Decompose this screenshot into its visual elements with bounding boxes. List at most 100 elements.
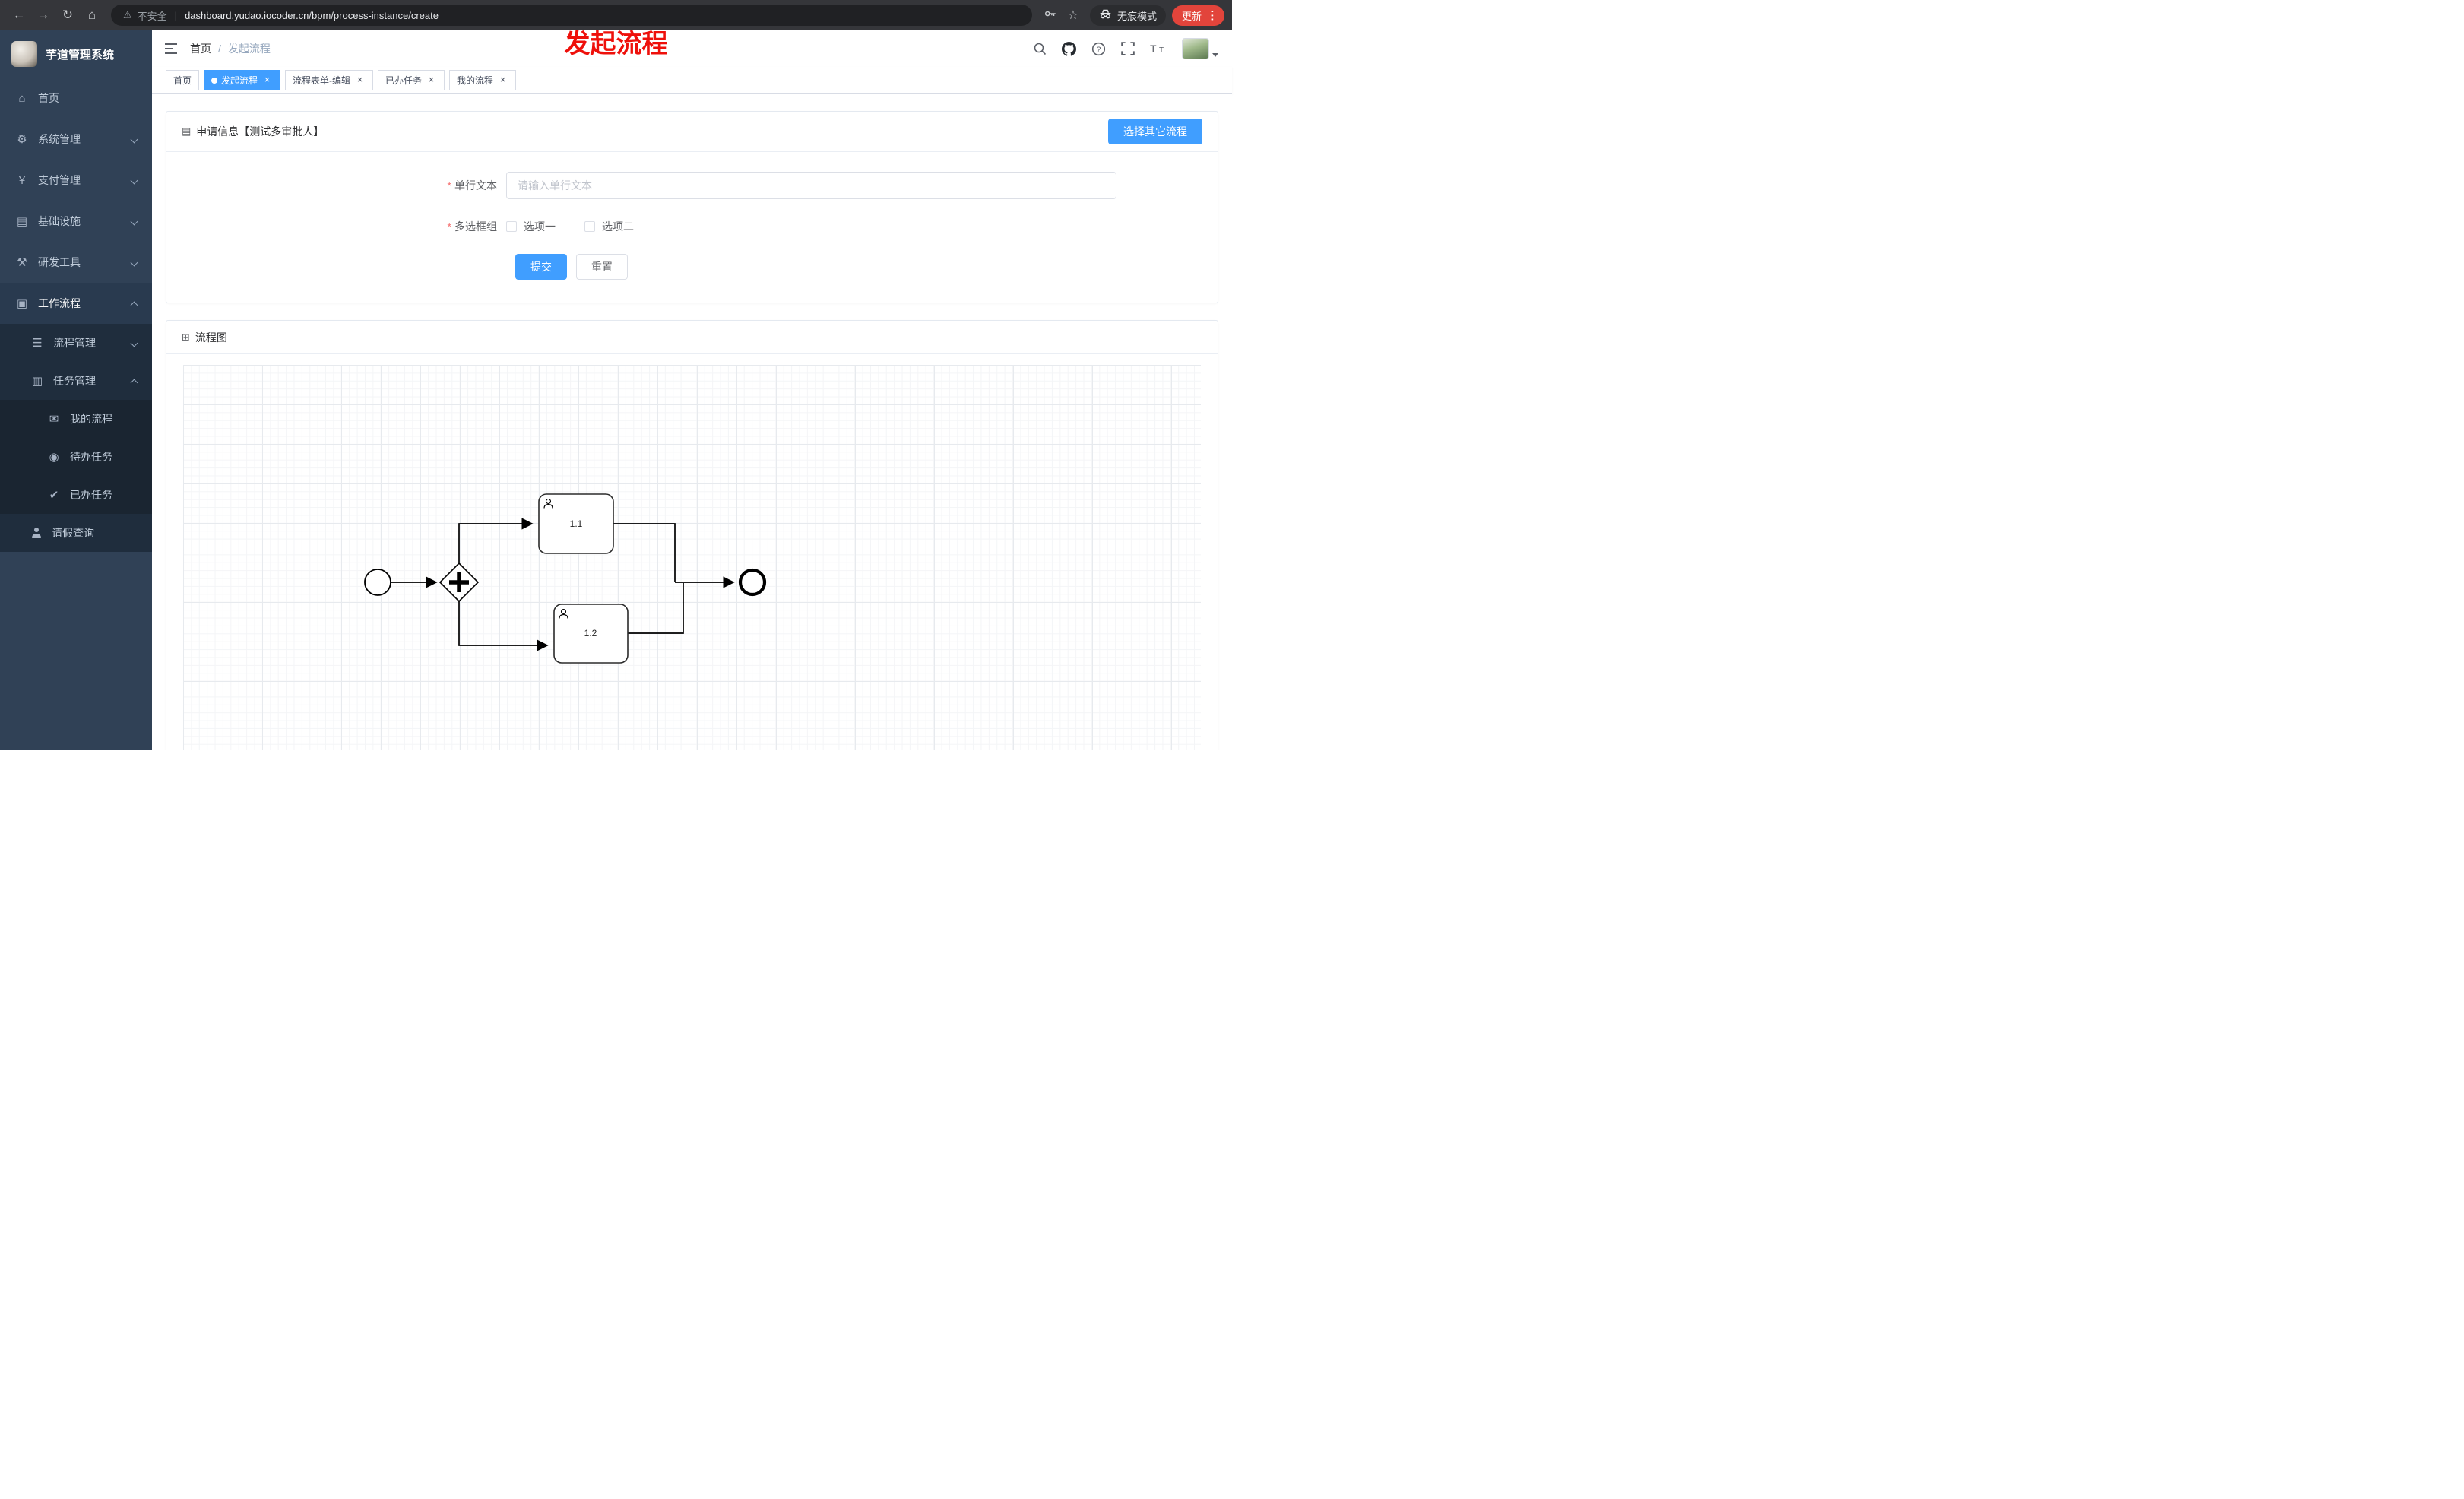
- user-avatar-menu[interactable]: [1182, 38, 1218, 59]
- tab-close-icon[interactable]: ×: [428, 74, 435, 85]
- sidebar-item-task-management[interactable]: ▥ 任务管理: [0, 362, 152, 400]
- sidebar-item-done-tasks[interactable]: ✔ 已办任务: [0, 476, 152, 514]
- bpmn-canvas[interactable]: 1.1 1.2: [183, 365, 1201, 750]
- eye-icon: ◉: [49, 451, 59, 464]
- github-icon[interactable]: [1062, 41, 1076, 56]
- single-line-text-input[interactable]: [506, 172, 1116, 199]
- checkbox-group-row: *多选框组 选项一 选项二: [394, 219, 1116, 234]
- text-field-row: *单行文本: [394, 172, 1116, 199]
- select-other-process-button[interactable]: 选择其它流程: [1108, 119, 1202, 144]
- page-annotation-title: 发起流程: [564, 30, 668, 59]
- chevron-down-icon: [130, 217, 138, 225]
- dashboard-icon: ⌂: [18, 91, 26, 105]
- form-card-header: ▤ 申请信息【测试多审批人】 选择其它流程: [166, 112, 1218, 152]
- search-icon[interactable]: [1033, 42, 1047, 55]
- browser-menu-icon[interactable]: ⋮: [1207, 8, 1218, 22]
- sidebar-item-payment-management[interactable]: ¥ 支付管理: [0, 160, 152, 201]
- sidebar-item-home[interactable]: ⌂ 首页: [0, 78, 152, 119]
- app-logo[interactable]: 芋道管理系统: [0, 30, 152, 78]
- tab-close-icon[interactable]: ×: [499, 74, 506, 85]
- process-form: *单行文本 *多选框组 选项一 选项二: [166, 152, 1218, 303]
- browser-forward-button[interactable]: →: [36, 8, 50, 22]
- diagram-card-title: ⊞ 流程图: [182, 331, 227, 344]
- incognito-icon: [1099, 8, 1112, 22]
- avatar: [1182, 38, 1209, 59]
- user-task-icon: [543, 498, 553, 509]
- tasks-icon: ▥: [31, 375, 43, 388]
- tools-icon: ⚒: [17, 256, 27, 269]
- checkbox-option-1[interactable]: 选项一: [506, 219, 556, 234]
- flow-gateway-to-task-2: [458, 600, 549, 651]
- security-label: 不安全: [137, 10, 167, 22]
- chevron-down-icon: [130, 339, 138, 347]
- bpmn-diagram: 1.1 1.2: [364, 493, 767, 664]
- sidebar-item-todo-tasks[interactable]: ◉ 待办任务: [0, 438, 152, 476]
- list-icon: ☰: [32, 337, 43, 350]
- sidebar-item-system-management[interactable]: ⚙ 系统管理: [0, 119, 152, 160]
- help-icon[interactable]: ?: [1091, 42, 1106, 56]
- person-icon: [30, 528, 43, 538]
- browser-toolbar: ← → ↻ ⌂ ⚠ 不安全 | dashboard.yudao.iocoder.…: [0, 0, 1232, 30]
- breadcrumb-home[interactable]: 首页: [190, 43, 211, 55]
- tab-done-tasks[interactable]: 已办任务 ×: [378, 70, 445, 90]
- bookmark-star-icon[interactable]: ☆: [1067, 9, 1079, 22]
- check-icon: ✔: [49, 489, 59, 502]
- page-url: dashboard.yudao.iocoder.cn/bpm/process-i…: [185, 9, 439, 21]
- reset-button[interactable]: 重置: [576, 254, 628, 280]
- document-icon: ▤: [182, 125, 192, 137]
- browser-update-button[interactable]: 更新 ⋮: [1171, 5, 1224, 26]
- svg-text:T: T: [1150, 43, 1157, 55]
- checkbox-icon: [584, 221, 595, 232]
- sidebar-menu: ⌂ 首页 ⚙ 系统管理 ¥ 支付管理 ▤ 基础设施 ⚒ 研发工具: [0, 78, 152, 552]
- address-bar[interactable]: ⚠ 不安全 | dashboard.yudao.iocoder.cn/bpm/p…: [111, 5, 1032, 26]
- security-warning-icon: ⚠: [123, 9, 132, 21]
- checkbox-group: 选项一 选项二: [506, 219, 634, 234]
- end-event: [738, 568, 767, 597]
- tab-home[interactable]: 首页: [166, 70, 200, 90]
- svg-text:T: T: [1159, 46, 1164, 55]
- task-1-label: 1.1: [570, 518, 583, 529]
- chevron-down-icon: [1212, 53, 1218, 57]
- breadcrumb-separator: /: [218, 43, 221, 55]
- sidebar-item-devtools[interactable]: ⚒ 研发工具: [0, 242, 152, 283]
- chevron-up-icon: [130, 379, 138, 386]
- logo-image: [11, 41, 37, 67]
- browser-back-button[interactable]: ←: [12, 8, 26, 22]
- diagram-card-header: ⊞ 流程图: [166, 321, 1218, 354]
- tab-my-processes[interactable]: 我的流程 ×: [449, 70, 517, 90]
- chevron-down-icon: [130, 135, 138, 143]
- fullscreen-icon[interactable]: [1121, 42, 1135, 55]
- task-2-label: 1.2: [584, 628, 597, 639]
- chevron-down-icon: [130, 258, 138, 266]
- sidebar-item-leave-query[interactable]: 请假查询: [0, 514, 152, 552]
- user-task-icon: [559, 608, 568, 619]
- tab-close-icon[interactable]: ×: [356, 74, 363, 85]
- checkbox-group-label: *多选框组: [447, 220, 497, 233]
- password-key-icon[interactable]: [1040, 7, 1061, 24]
- parallel-gateway-plus-icon: [449, 572, 469, 592]
- sidebar-item-process-management[interactable]: ☰ 流程管理: [0, 324, 152, 362]
- start-event: [364, 569, 391, 596]
- yen-icon: ¥: [18, 173, 26, 187]
- tab-initiate-process[interactable]: 发起流程 ×: [204, 70, 281, 90]
- process-diagram-card: ⊞ 流程图: [166, 320, 1218, 750]
- tab-process-form-edit[interactable]: 流程表单-编辑 ×: [285, 70, 374, 90]
- browser-reload-button[interactable]: ↻: [62, 8, 74, 22]
- sidebar-item-workflow[interactable]: ▣ 工作流程: [0, 283, 152, 324]
- flow-task-2-out: [628, 583, 684, 634]
- flow-task-1-out: [613, 523, 676, 582]
- tags-view: 首页 发起流程 × 流程表单-编辑 × 已办任务 × 我的流程 ×: [152, 67, 1232, 94]
- tab-close-icon[interactable]: ×: [264, 74, 271, 85]
- application-info-card: ▤ 申请信息【测试多审批人】 选择其它流程 *单行文本 *多选框组: [166, 111, 1218, 303]
- browser-home-button[interactable]: ⌂: [87, 8, 97, 22]
- checkbox-option-2[interactable]: 选项二: [584, 219, 634, 234]
- form-card-title: ▤ 申请信息【测试多审批人】: [182, 125, 325, 138]
- user-task-1: [538, 493, 614, 554]
- submit-button[interactable]: 提交: [515, 254, 567, 280]
- sidebar-item-my-processes[interactable]: ✉ 我的流程: [0, 400, 152, 438]
- active-tab-dot: [211, 77, 218, 84]
- sidebar-toggle-icon[interactable]: [164, 43, 178, 55]
- flowchart-icon: ⊞: [182, 331, 190, 343]
- sidebar-item-infrastructure[interactable]: ▤ 基础设施: [0, 201, 152, 242]
